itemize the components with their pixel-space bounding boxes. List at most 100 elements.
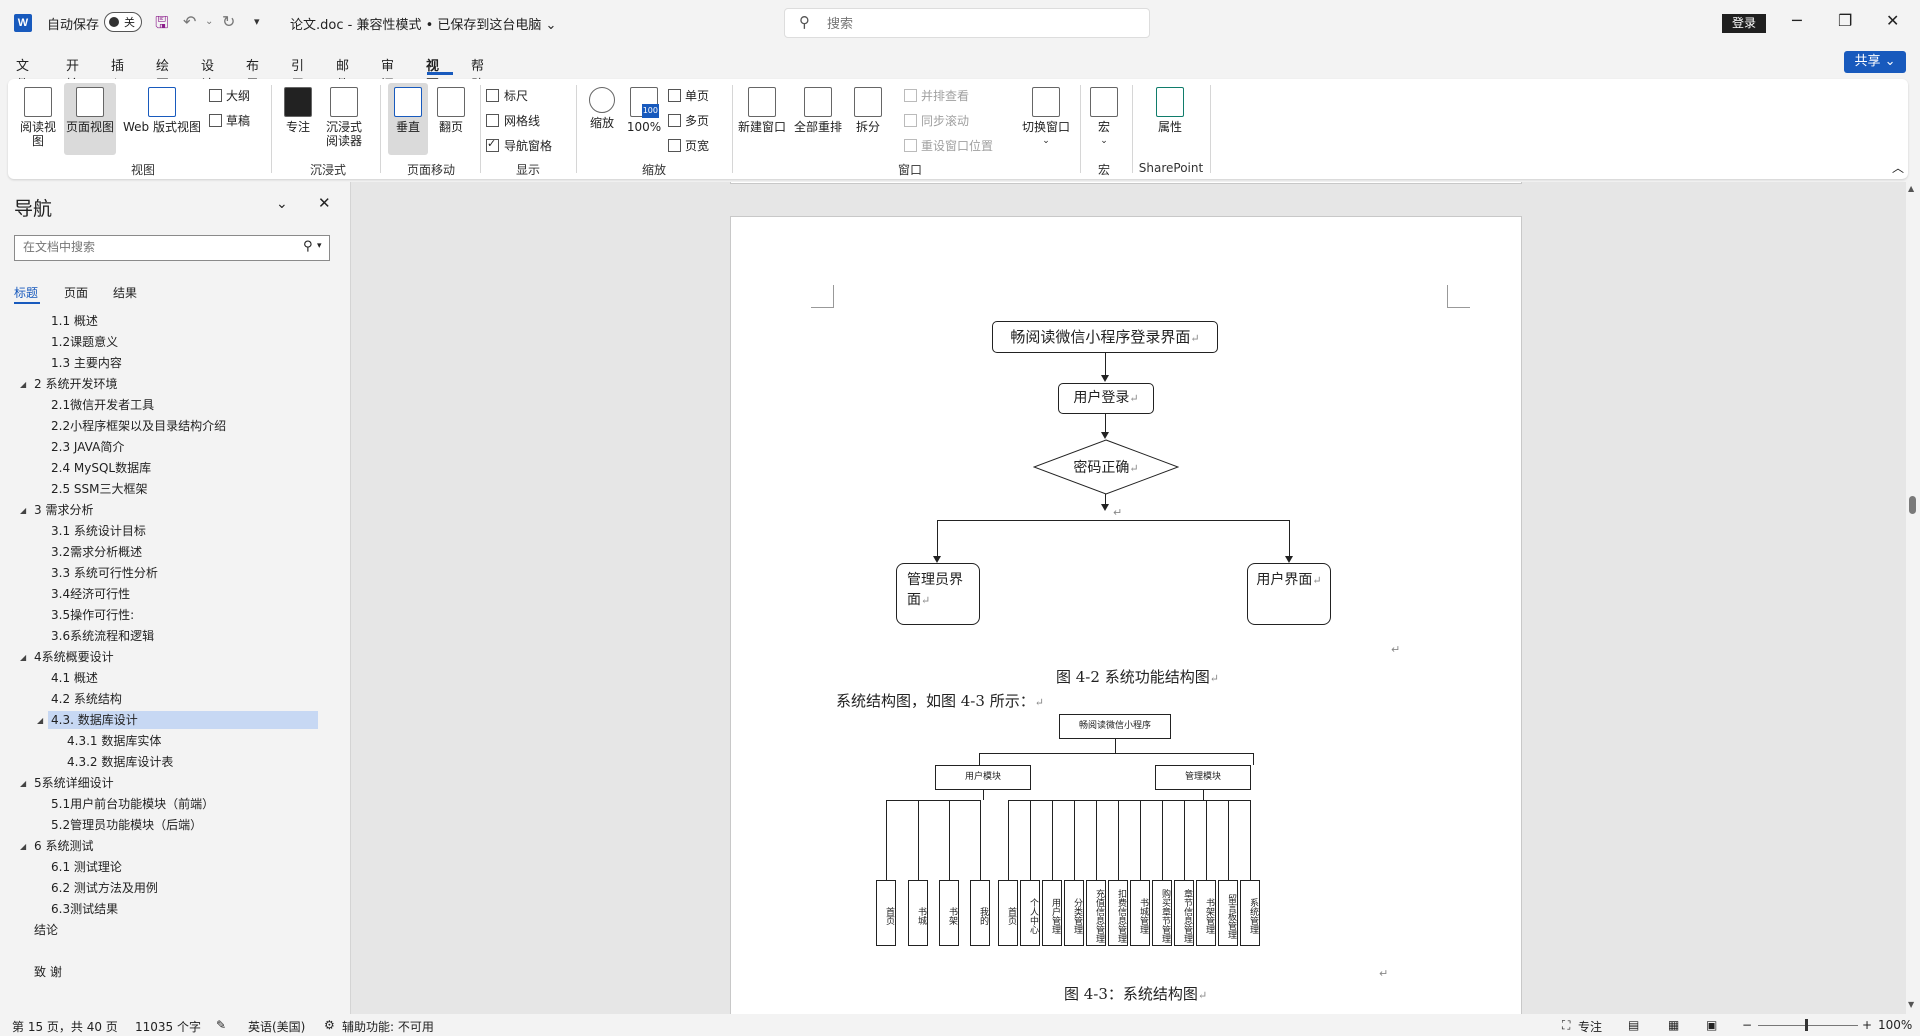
side-to-side-button[interactable]: 翻页 — [433, 87, 469, 134]
side-by-side-button[interactable]: 并排查看 — [904, 87, 969, 104]
nav-heading-item[interactable]: 2.1微信开发者工具 — [51, 398, 155, 412]
split-button[interactable]: 拆分 — [848, 87, 888, 134]
nav-heading-item[interactable]: 3.6系统流程和逻辑 — [51, 629, 155, 643]
collapse-ribbon-icon[interactable]: ︿ — [1892, 161, 1905, 175]
nav-heading-item[interactable]: 2.2小程序框架以及目录结构介绍 — [51, 419, 227, 433]
nav-heading-item[interactable]: 4.3. 数据库设计 — [48, 711, 318, 729]
nav-heading-item[interactable]: 致 谢 — [34, 965, 62, 979]
page-width-button[interactable]: 页宽 — [668, 137, 709, 154]
scroll-up-icon[interactable]: ▲ — [1908, 184, 1915, 193]
nav-heading-item[interactable]: 6.2 测试方法及用例 — [51, 881, 158, 895]
nav-options-chevron-icon[interactable]: ⌄ — [276, 196, 288, 212]
zoom-100-button[interactable]: 100 100% — [624, 87, 664, 134]
navigation-pane-checkbox[interactable]: 导航窗格 — [486, 137, 552, 154]
new-window-button[interactable]: 新建窗口 — [736, 87, 788, 134]
nav-heading-item[interactable]: 2.5 SSM三大框架 — [51, 482, 148, 496]
nav-heading-item[interactable]: 4.3.1 数据库实体 — [67, 734, 162, 748]
zoom-button[interactable]: 缩放 — [584, 87, 620, 130]
reset-window-position-button[interactable]: 重设窗口位置 — [904, 137, 993, 154]
share-button[interactable]: 共享 ⌄ — [1844, 51, 1906, 73]
draft-button[interactable]: 草稿 — [209, 112, 250, 129]
nav-heading-item[interactable]: 3.4经济可行性 — [51, 587, 131, 601]
nav-search-dropdown-icon[interactable]: ▾ — [317, 241, 322, 251]
web-layout-status-icon[interactable]: ▣ — [1706, 1018, 1718, 1032]
accessibility-status[interactable]: 辅助功能: 不可用 — [342, 1020, 434, 1034]
web-layout-button[interactable]: Web 版式视图 — [120, 87, 204, 134]
zoom-slider-thumb[interactable] — [1805, 1019, 1808, 1031]
properties-button[interactable]: 属性 — [1154, 87, 1186, 134]
nav-heading-item[interactable]: 3.1 系统设计目标 — [51, 524, 146, 538]
nav-tab-pages[interactable]: 页面 — [64, 286, 89, 300]
redo-icon[interactable]: ↻ — [222, 12, 236, 31]
nav-search-box[interactable]: ⚲ ▾ — [14, 235, 330, 261]
vertical-scrollbar[interactable]: ▲ ▼ — [1906, 182, 1920, 1014]
nav-heading-item[interactable]: 4.1 概述 — [51, 671, 98, 685]
gridlines-checkbox[interactable]: 网格线 — [486, 112, 540, 129]
scroll-thumb[interactable] — [1909, 496, 1916, 514]
nav-tab-headings[interactable]: 标题 — [14, 286, 39, 300]
nav-heading-item[interactable]: 3.5操作可行性: — [51, 608, 135, 622]
page-count[interactable]: 第 15 页，共 40 页 — [12, 1020, 118, 1034]
nav-heading-item[interactable]: 1.1 概述 — [51, 314, 98, 328]
document-page[interactable]: 畅阅读微信小程序登录界面↵ 用户登录↵ 密码正确↵ ↵ 管理员界面↵ 用户界面↵… — [730, 216, 1522, 1014]
nav-heading-item[interactable]: 1.2课题意义 — [51, 335, 119, 349]
nav-heading-item[interactable]: 4.3.2 数据库设计表 — [67, 755, 174, 769]
focus-mode-icon[interactable]: ⛶ — [1562, 1018, 1571, 1032]
save-icon[interactable]: 🖫 — [155, 13, 169, 32]
nav-heading-item[interactable]: 3.2需求分析概述 — [51, 545, 143, 559]
immersive-reader-button[interactable]: 沉浸式阅读器 — [322, 87, 366, 148]
collapse-triangle-icon[interactable]: ◢ — [20, 653, 27, 662]
nav-search-icon[interactable]: ⚲ — [303, 239, 313, 254]
nav-heading-item[interactable]: 4系统概要设计 — [34, 650, 114, 664]
word-count[interactable]: 11035 个字 — [135, 1020, 201, 1034]
nav-heading-item[interactable]: 2.4 MySQL数据库 — [51, 461, 152, 475]
nav-heading-item[interactable]: 2 系统开发环境 — [34, 377, 118, 391]
switch-windows-button[interactable]: 切换窗口 ⌄ — [1018, 87, 1074, 148]
zoom-in-icon[interactable]: + — [1862, 1018, 1873, 1032]
collapse-triangle-icon[interactable]: ◢ — [20, 842, 27, 851]
undo-dropdown-icon[interactable]: ⌄ — [205, 16, 214, 27]
zoom-level[interactable]: 100% — [1878, 1018, 1913, 1032]
search-box[interactable]: ⚲ — [784, 8, 1150, 38]
autosave-toggle[interactable]: 关 — [104, 12, 142, 32]
nav-heading-item[interactable]: 3 需求分析 — [34, 503, 94, 517]
collapse-triangle-icon[interactable]: ◢ — [20, 506, 27, 515]
collapse-triangle-icon[interactable]: ◢ — [20, 779, 27, 788]
nav-heading-item[interactable]: 2.3 JAVA简介 — [51, 440, 125, 454]
read-mode-button[interactable]: 阅读视图 — [18, 87, 58, 148]
multiple-pages-button[interactable]: 多页 — [668, 112, 709, 129]
language[interactable]: 英语(美国) — [248, 1020, 306, 1034]
undo-icon[interactable]: ↶ — [183, 12, 197, 31]
search-input[interactable] — [825, 13, 1129, 35]
nav-heading-item[interactable]: 1.3 主要内容 — [51, 356, 122, 370]
nav-heading-item[interactable]: 5系统详细设计 — [34, 776, 114, 790]
print-layout-status-icon[interactable]: ▦ — [1668, 1018, 1680, 1032]
scroll-down-icon[interactable]: ▼ — [1908, 1000, 1915, 1009]
nav-heading-item[interactable]: 5.2管理员功能模块（后端） — [51, 818, 203, 832]
nav-search-input[interactable] — [21, 239, 295, 255]
print-layout-button[interactable]: 页面视图 — [64, 83, 116, 155]
minimize-icon[interactable]: ─ — [1792, 11, 1802, 30]
collapse-triangle-icon[interactable]: ◢ — [37, 716, 44, 725]
nav-tab-results[interactable]: 结果 — [113, 286, 138, 300]
proofing-icon[interactable]: ✎ — [216, 1018, 227, 1032]
nav-heading-item[interactable]: 5.1用户前台功能模块（前端） — [51, 797, 215, 811]
collapse-triangle-icon[interactable]: ◢ — [20, 380, 27, 389]
focus-button[interactable]: 专注 — [283, 87, 313, 134]
document-title[interactable]: 论文.doc - 兼容性模式 • 已保存到这台电脑 ⌄ — [290, 18, 557, 33]
restore-icon[interactable]: ❐ — [1838, 11, 1853, 30]
one-page-button[interactable]: 单页 — [668, 87, 709, 104]
arrange-all-button[interactable]: 全部重排 — [792, 87, 844, 134]
nav-heading-item[interactable]: 4.2 系统结构 — [51, 692, 122, 706]
vertical-button[interactable]: 垂直 — [388, 83, 428, 155]
sync-scroll-button[interactable]: 同步滚动 — [904, 112, 969, 129]
login-button[interactable]: 登录 — [1722, 14, 1766, 33]
macros-button[interactable]: 宏 ⌄ — [1088, 87, 1120, 148]
nav-heading-item[interactable]: 6.3测试结果 — [51, 902, 119, 916]
document-canvas[interactable]: 畅阅读微信小程序登录界面↵ 用户登录↵ 密码正确↵ ↵ 管理员界面↵ 用户界面↵… — [351, 182, 1906, 1014]
nav-heading-item[interactable]: 6.1 测试理论 — [51, 860, 122, 874]
outline-button[interactable]: 大纲 — [209, 87, 250, 104]
ruler-checkbox[interactable]: 标尺 — [486, 87, 528, 104]
focus-mode-label[interactable]: 专注 — [1578, 1020, 1603, 1034]
pane-divider[interactable] — [350, 182, 351, 1014]
